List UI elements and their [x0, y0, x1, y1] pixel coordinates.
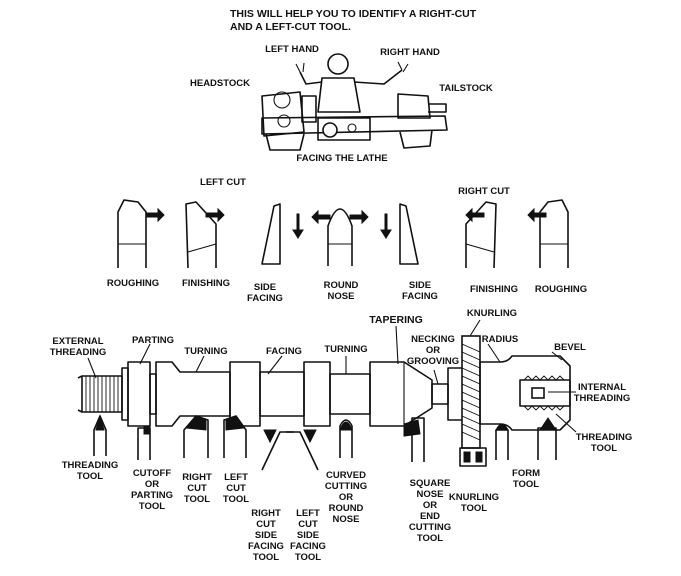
turning-label-2: TURNING — [324, 344, 368, 355]
tapering-label: TAPERING — [369, 314, 423, 326]
workpiece — [77, 335, 571, 449]
intro-text-line2: AND A LEFT-CUT TOOL. — [230, 21, 351, 33]
arrow-left-icon — [311, 209, 331, 225]
facing-the-lathe-label: FACING THE LATHE — [296, 153, 388, 164]
roughing-left-label: ROUGHING — [106, 278, 160, 289]
left-cut-label: LEFT CUT — [200, 177, 246, 188]
side-facing-right-tool-shape — [380, 203, 419, 265]
leader-lines — [87, 319, 577, 433]
radius-label: RADIUS — [481, 334, 519, 345]
tool-shapes — [117, 199, 569, 269]
arrow-left-icon — [465, 207, 485, 223]
cutting-tools — [93, 414, 557, 471]
lathe-illustration — [261, 53, 448, 151]
right-hand-label: RIGHT HAND — [380, 47, 440, 58]
right-cut-label: RIGHT CUT — [458, 186, 510, 197]
turning-label-1: TURNING — [184, 346, 228, 357]
roughing-right-tool-shape — [527, 199, 569, 268]
arrow-down-icon — [292, 213, 304, 239]
knurling-label: KNURLING — [466, 308, 518, 319]
left-hand-label: LEFT HAND — [265, 44, 319, 55]
facing-label: FACING — [266, 346, 302, 357]
bevel-label: BEVEL — [554, 342, 586, 353]
finishing-right-label: FINISHING — [469, 284, 519, 295]
arrow-right-icon — [349, 209, 369, 225]
side-facing-left-tool-shape — [261, 203, 304, 265]
intro-text-line1: THIS WILL HELP YOU TO IDENTIFY A RIGHT-C… — [230, 8, 477, 20]
tailstock-label: TAILSTOCK — [439, 83, 493, 94]
finishing-right-tool-shape — [465, 201, 497, 269]
arrow-left-icon — [527, 207, 547, 223]
roughing-right-label: ROUGHING — [534, 284, 588, 295]
round-nose-tool-shape — [311, 208, 369, 266]
finishing-left-label: FINISHING — [181, 278, 231, 289]
headstock-label: HEADSTOCK — [190, 78, 250, 89]
finishing-left-tool-shape — [185, 201, 225, 269]
arrow-right-icon — [145, 207, 165, 223]
arrow-right-icon — [205, 207, 225, 223]
arrow-down-icon — [380, 213, 392, 239]
parting-label: PARTING — [131, 335, 175, 346]
roughing-left-tool-shape — [117, 199, 165, 268]
